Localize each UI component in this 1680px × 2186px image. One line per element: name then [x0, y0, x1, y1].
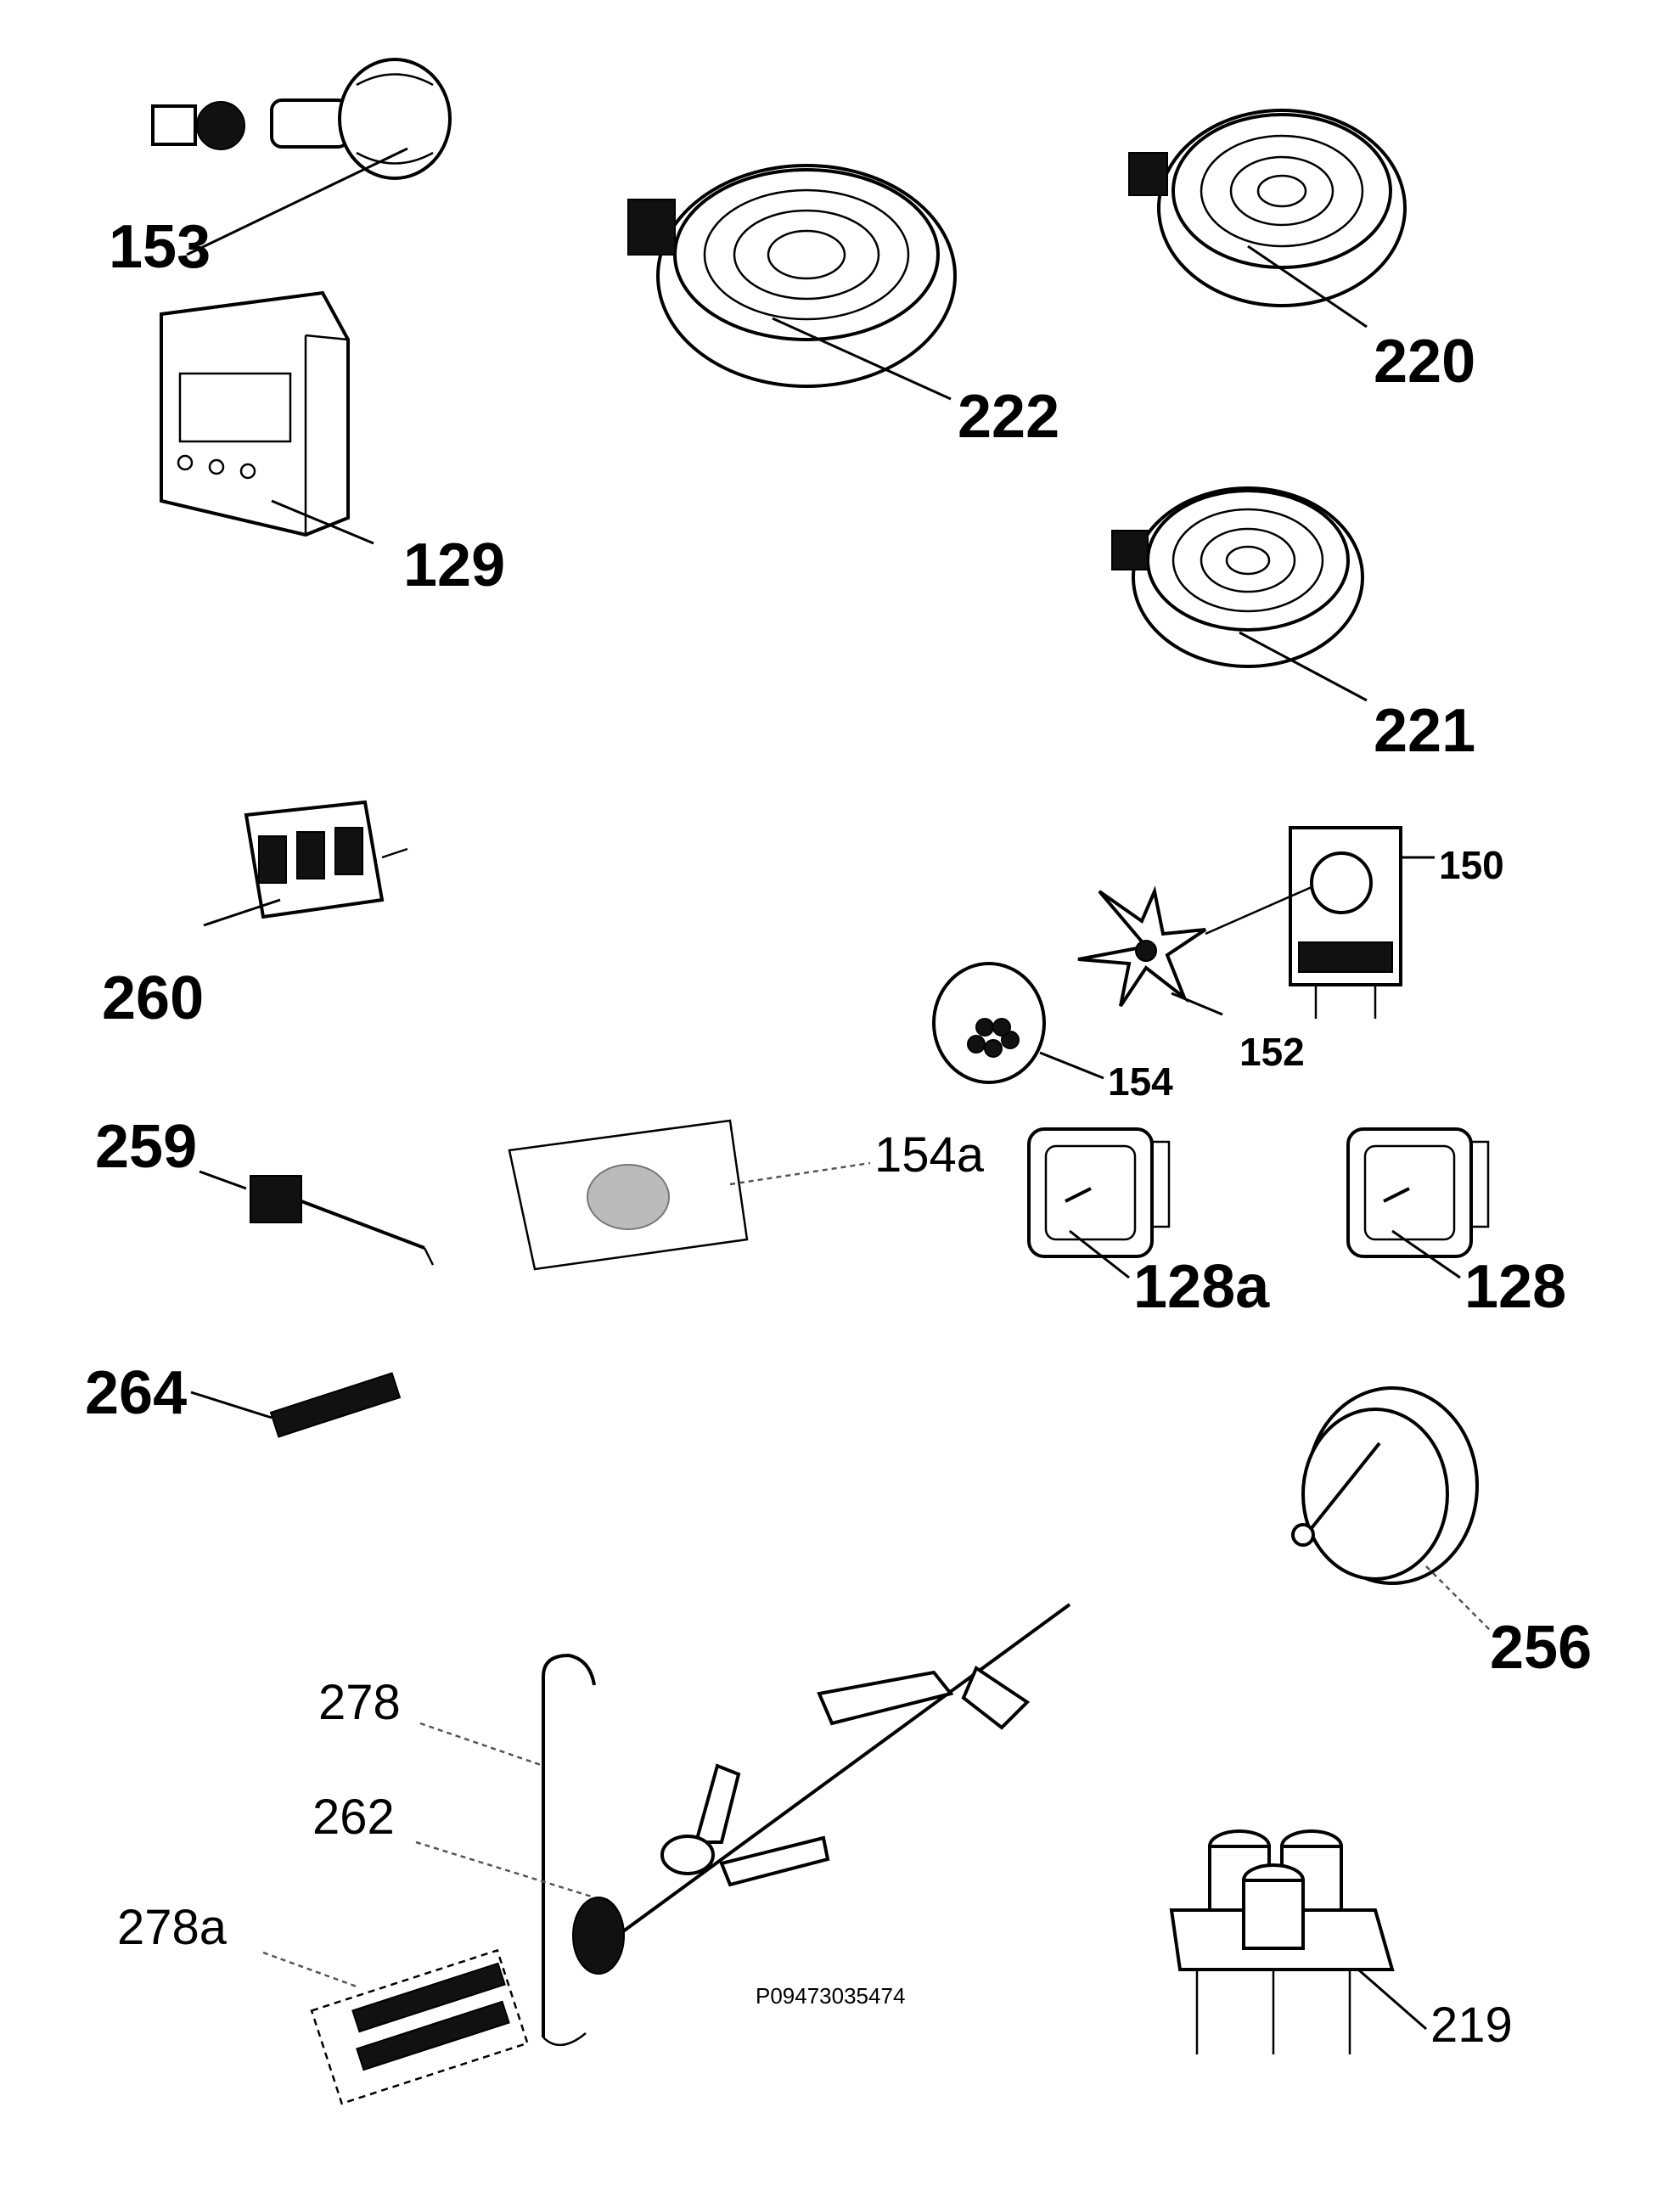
label-128a: 128a — [1133, 1253, 1270, 1321]
leader-128 — [1391, 1229, 1461, 1279]
label-259: 259 — [95, 1113, 197, 1181]
part-128a-energy-regulator[interactable] — [1027, 1127, 1171, 1258]
label-150: 150 — [1439, 843, 1504, 887]
part-128-energy-regulator[interactable] — [1346, 1127, 1490, 1258]
label-219: 219 — [1430, 1998, 1513, 2053]
label-154: 154 — [1108, 1059, 1173, 1104]
part-220-radiant-hotplate[interactable] — [1128, 109, 1407, 307]
part-154a-back-panel[interactable] — [508, 1119, 749, 1271]
part-150-fan-motor[interactable] — [1205, 826, 1402, 1019]
part-256-rotisserie-motor[interactable] — [1291, 1386, 1479, 1585]
leader-259 — [199, 1170, 247, 1190]
part-260-selector-switch[interactable] — [244, 800, 408, 919]
part-152-fan-blade[interactable] — [1077, 885, 1207, 1008]
diagram-code: P09473035474 — [756, 1983, 905, 2009]
part-278-spit-handle[interactable] — [542, 1653, 596, 2046]
leader-128a — [1069, 1229, 1130, 1279]
label-260: 260 — [102, 964, 204, 1032]
leader-278a — [262, 1951, 357, 1988]
leader-260 — [203, 898, 281, 927]
part-222-large-radiant-hotplate[interactable] — [627, 164, 957, 388]
label-222: 222 — [958, 383, 1059, 451]
part-278a-spit-sleeve[interactable] — [310, 1948, 529, 2105]
label-221: 221 — [1374, 697, 1475, 765]
label-152: 152 — [1239, 1030, 1305, 1074]
part-154-fan-grille[interactable] — [932, 962, 1046, 1084]
part-259-thermostat[interactable] — [250, 1175, 435, 1266]
part-153-oven-lamp[interactable] — [151, 58, 452, 180]
label-264: 264 — [85, 1359, 187, 1427]
label-153: 153 — [109, 213, 211, 281]
leader-153 — [186, 147, 408, 256]
leader-262 — [415, 1840, 595, 1899]
part-219-capacitor-block[interactable] — [1169, 1829, 1395, 2054]
leader-154a — [729, 1161, 871, 1186]
leader-152 — [1171, 992, 1223, 1016]
label-278: 278 — [318, 1675, 401, 1730]
label-128: 128 — [1464, 1253, 1566, 1321]
label-278a: 278a — [117, 1900, 228, 1955]
leader-264 — [190, 1391, 273, 1419]
part-221-radiant-hotplate[interactable] — [1111, 486, 1364, 668]
leader-219 — [1357, 1968, 1427, 2031]
part-129-timer[interactable] — [160, 290, 350, 537]
leader-278 — [419, 1722, 544, 1767]
leader-222 — [772, 317, 952, 401]
label-154a: 154a — [874, 1127, 985, 1183]
label-129: 129 — [403, 531, 505, 599]
leader-154 — [1039, 1051, 1104, 1080]
leader-220 — [1247, 244, 1368, 329]
label-256: 256 — [1490, 1614, 1592, 1682]
label-262: 262 — [312, 1790, 395, 1845]
leader-221 — [1239, 631, 1368, 702]
leader-256 — [1425, 1565, 1491, 1631]
label-220: 220 — [1374, 328, 1475, 396]
leader-129 — [271, 499, 374, 545]
part-264-terminal-block[interactable] — [269, 1372, 402, 1438]
part-262-rotisserie-spit[interactable] — [572, 1603, 1071, 1975]
